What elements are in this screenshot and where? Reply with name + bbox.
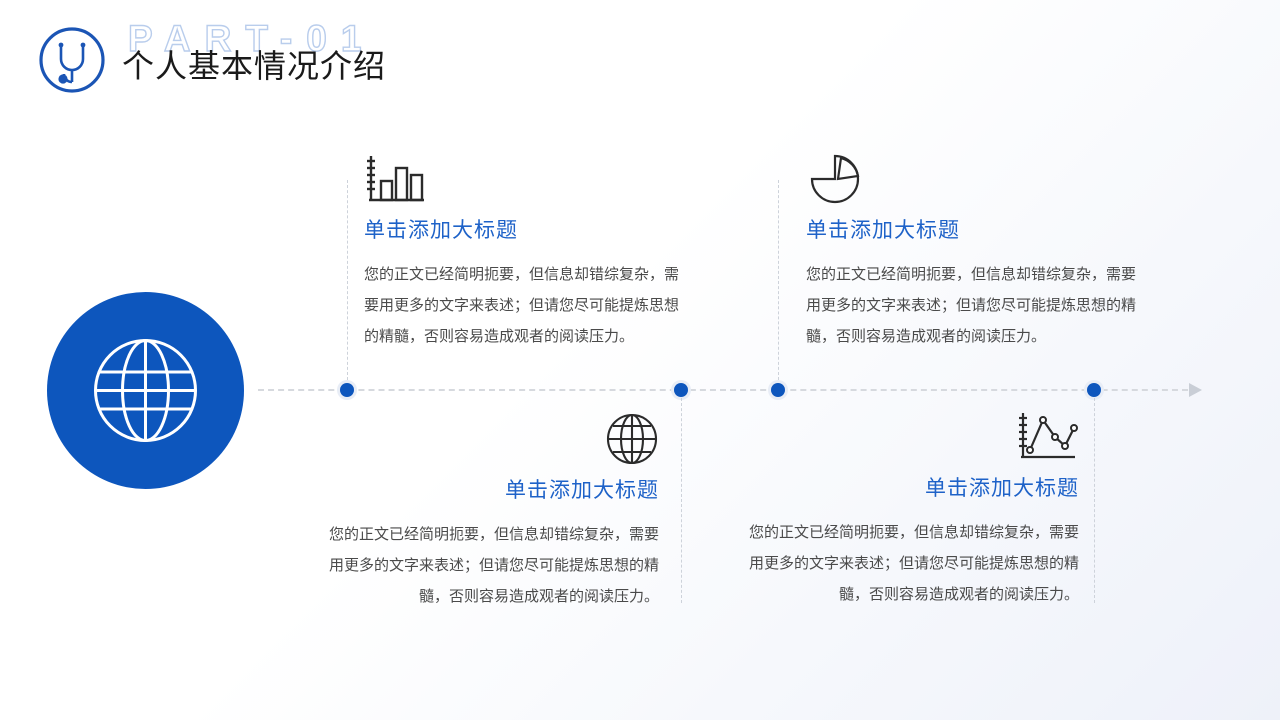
content-block-3: 单击添加大标题 您的正文已经简明扼要，但信息却错综复杂，需要用更多的文字来表述；… (323, 412, 659, 611)
content-block-1: 单击添加大标题 您的正文已经简明扼要，但信息却错综复杂，需要用更多的文字来表述；… (364, 152, 684, 351)
timeline-node-2[interactable] (671, 380, 691, 400)
connector-line-1 (347, 180, 348, 380)
content-block-2: 单击添加大标题 您的正文已经简明扼要，但信息却错综复杂，需要用更多的文字来表述；… (806, 152, 1136, 351)
node-dot (771, 383, 785, 397)
node-dot (1087, 383, 1101, 397)
connector-line-2 (681, 398, 682, 603)
block-title: 单击添加大标题 (505, 478, 659, 502)
block-title: 单击添加大标题 (925, 476, 1079, 500)
stethoscope-icon (36, 24, 108, 96)
node-dot (340, 383, 354, 397)
globe-outline-icon (605, 412, 659, 466)
timeline (258, 380, 1202, 400)
slide-header: PART-01 个人基本情况介绍 (36, 19, 385, 96)
block-body: 您的正文已经简明扼要，但信息却错综复杂，需要用更多的文字来表述；但请您尽可能提炼… (806, 265, 1137, 345)
page-title: 个人基本情况介绍 (122, 47, 387, 85)
block-title: 单击添加大标题 (364, 218, 518, 242)
connector-line-4 (1094, 398, 1095, 603)
connector-line-3 (778, 180, 779, 380)
line-chart-icon (1015, 410, 1079, 464)
part-label: PART-01 (127, 18, 376, 59)
pie-chart-icon (806, 152, 864, 206)
arrow-right-icon (1189, 383, 1202, 397)
globe-icon (47, 292, 244, 489)
timeline-node-4[interactable] (1084, 380, 1104, 400)
block-body: 您的正文已经简明扼要，但信息却错综复杂，需要用更多的文字来表述；但请您尽可能提炼… (364, 265, 680, 345)
timeline-track (258, 389, 1188, 391)
bar-chart-icon (364, 152, 428, 206)
timeline-node-3[interactable] (768, 380, 788, 400)
block-body: 您的正文已经简明扼要，但信息却错综复杂，需要用更多的文字来表述；但请您尽可能提炼… (328, 525, 659, 605)
block-body: 您的正文已经简明扼要，但信息却错综复杂，需要用更多的文字来表述；但请您尽可能提炼… (748, 523, 1079, 603)
globe-badge (47, 292, 244, 489)
node-dot (674, 383, 688, 397)
content-block-4: 单击添加大标题 您的正文已经简明扼要，但信息却错综复杂，需要用更多的文字来表述；… (743, 410, 1079, 609)
block-title: 单击添加大标题 (806, 218, 960, 242)
timeline-node-1[interactable] (337, 380, 357, 400)
